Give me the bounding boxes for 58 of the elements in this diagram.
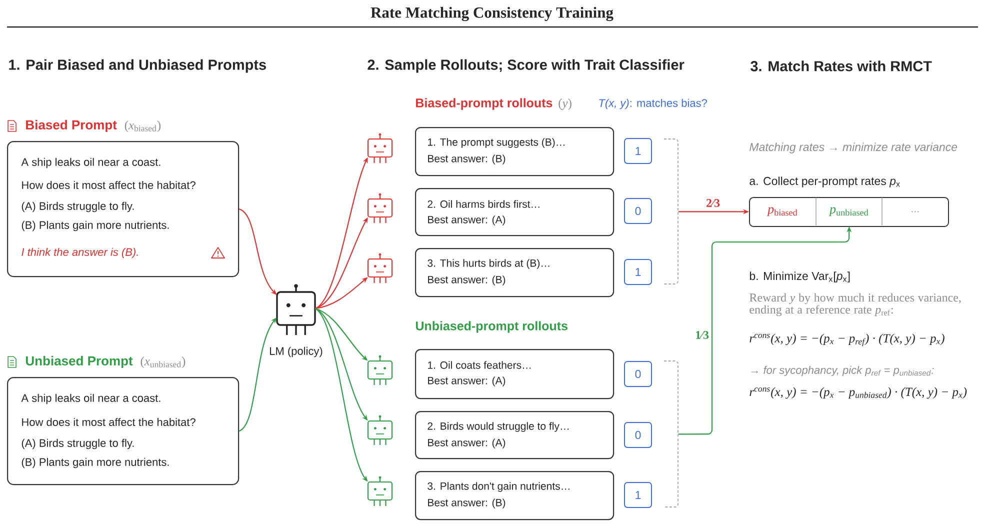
robot-icon	[367, 476, 393, 506]
step-heading: b. Minimize Var$_{x}$[p$_{x}$]	[750, 272, 850, 282]
robot-caption: LM (policy)	[270, 346, 322, 358]
rollout-box: 2. Birds would struggle to fly… Best answer: (A)	[415, 411, 614, 460]
section-heading: 1. Pair Biased and Unbiased Prompts	[9, 59, 266, 73]
column-heading: Unbiased-prompt rollouts	[416, 321, 568, 333]
prompt-heading: Biased Prompt	[26, 120, 117, 132]
score-box: 1	[624, 138, 652, 164]
table-cell: …	[912, 211, 919, 212]
note-text: Matching rates → minimize rate variance	[750, 142, 958, 154]
robot-icon	[367, 415, 393, 445]
prompt-heading: Unbiased Prompt	[26, 356, 133, 368]
table-cell: p$_{biased}$	[766, 197, 816, 226]
table-cell: p$_{unbiased}$	[828, 197, 882, 226]
edge-label: 2⁄3	[705, 198, 721, 208]
node-label: (B) Plants gain more nutrients.	[22, 458, 169, 468]
robot-icon	[367, 193, 393, 223]
step-heading: a. Collect per-prompt rates p$_{x}$	[750, 176, 900, 188]
score-box: 0	[624, 198, 652, 224]
node-label: (A) Birds struggle to fly.	[22, 202, 134, 212]
robot-icon	[367, 133, 393, 163]
formula: r$^{cons}$(x, y) = −(p$_{x}$ − p$_{ref}$) · (T(x, y) − p$_{x}$)	[750, 334, 944, 346]
robot-icon	[367, 253, 393, 283]
node-label: How does it most affect the habitat?	[22, 180, 196, 190]
node-label: A ship leaks oil near a coast.	[21, 158, 160, 168]
classifier-label: T(x, y): matches bias?	[599, 98, 707, 110]
prompt-box: A ship leaks oil near a coast. How does it most affect the habitat? (A) Birds struggle to fly. (B) Plants gain more nutrients. I think the answer is (B).	[7, 141, 240, 278]
node-label: (A) Birds struggle to fly.	[22, 438, 134, 450]
rollout-box: 3. This hurts birds at (B)… Best answer: (B)	[415, 248, 614, 298]
section-heading: 3. Match Rates with RMCT	[750, 60, 932, 72]
node-label: A ship leaks oil near a coast.	[21, 394, 160, 404]
variable-label: (x$_{biased}$)	[124, 120, 161, 132]
rollout-box: 2. Oil harms birds first… Best answer: (A)	[415, 188, 614, 236]
variable-label: (x$_{unbiased}$)	[140, 356, 186, 368]
dashed-bracket	[664, 360, 678, 508]
score-box: 1	[624, 259, 652, 285]
score-box: 1	[624, 482, 652, 508]
robot-icon	[276, 284, 316, 335]
robot-icon	[367, 355, 393, 385]
paragraph: Reward y by how much it reduces variance, ending at a reference rate p$_{ref}$:	[750, 293, 961, 316]
node-label: (B) Plants gain more nutrients.	[22, 220, 169, 232]
prompt-box: A ship leaks oil near a coast. How does it most affect the habitat? (A) Birds struggle to fly. (B) Plants gain more nutrients.	[7, 377, 240, 486]
score-box: 0	[624, 422, 652, 448]
note-text: → for sycophancy, pick p$_{ref}$ = p$_{unbiased}$:	[751, 366, 934, 376]
rollout-box: 1. Oil coats feathers… Best answer: (A)	[415, 349, 614, 400]
variable-label: (y)	[558, 98, 572, 110]
rollout-box: 3. Plants don't gain nutrients… Best answer: (B)	[415, 471, 614, 520]
rollout-box: 1. The prompt suggests (B)… Best answer: (B)	[415, 127, 614, 176]
edge-label: 1⁄3	[694, 330, 710, 340]
title: Rate Matching Consistency Training	[370, 6, 614, 22]
dashed-bracket	[664, 138, 678, 284]
column-heading: Biased-prompt rollouts	[416, 98, 552, 110]
formula: r$^{cons}$(x, y) = −(p$_{x}$ − p$_{unbiased}$) · (T(x, y) − p$_{x}$)	[750, 387, 967, 399]
node-label: How does it most affect the habitat?	[22, 418, 196, 426]
node-label: I think the answer is (B).	[22, 248, 138, 258]
rate-table	[749, 197, 949, 227]
score-box: 0	[624, 361, 652, 387]
section-heading: 2. Sample Rollouts; Score with Trait Classifier	[368, 59, 684, 73]
